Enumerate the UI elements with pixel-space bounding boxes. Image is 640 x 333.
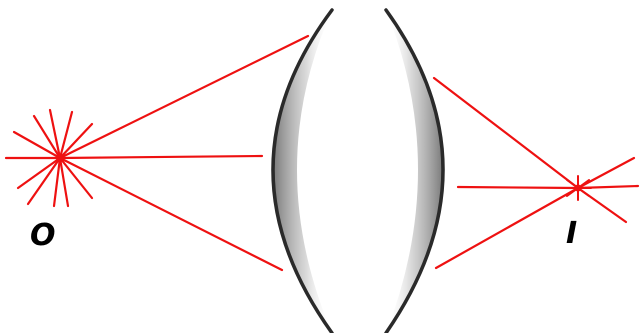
ray-middle-refracted <box>458 187 578 188</box>
convex-lens <box>273 10 443 333</box>
ray-top-refracted <box>434 78 578 188</box>
object-label: O <box>30 218 56 253</box>
ray-bottom-incident <box>60 158 282 270</box>
ray-top-incident <box>60 36 308 158</box>
light-rays <box>60 36 638 270</box>
image-starburst-icon <box>565 176 591 200</box>
ray-bottom-refracted <box>436 188 578 268</box>
image-label: I <box>566 216 577 251</box>
ray-bottom-continued <box>578 158 634 188</box>
ray-middle-incident <box>60 156 262 158</box>
